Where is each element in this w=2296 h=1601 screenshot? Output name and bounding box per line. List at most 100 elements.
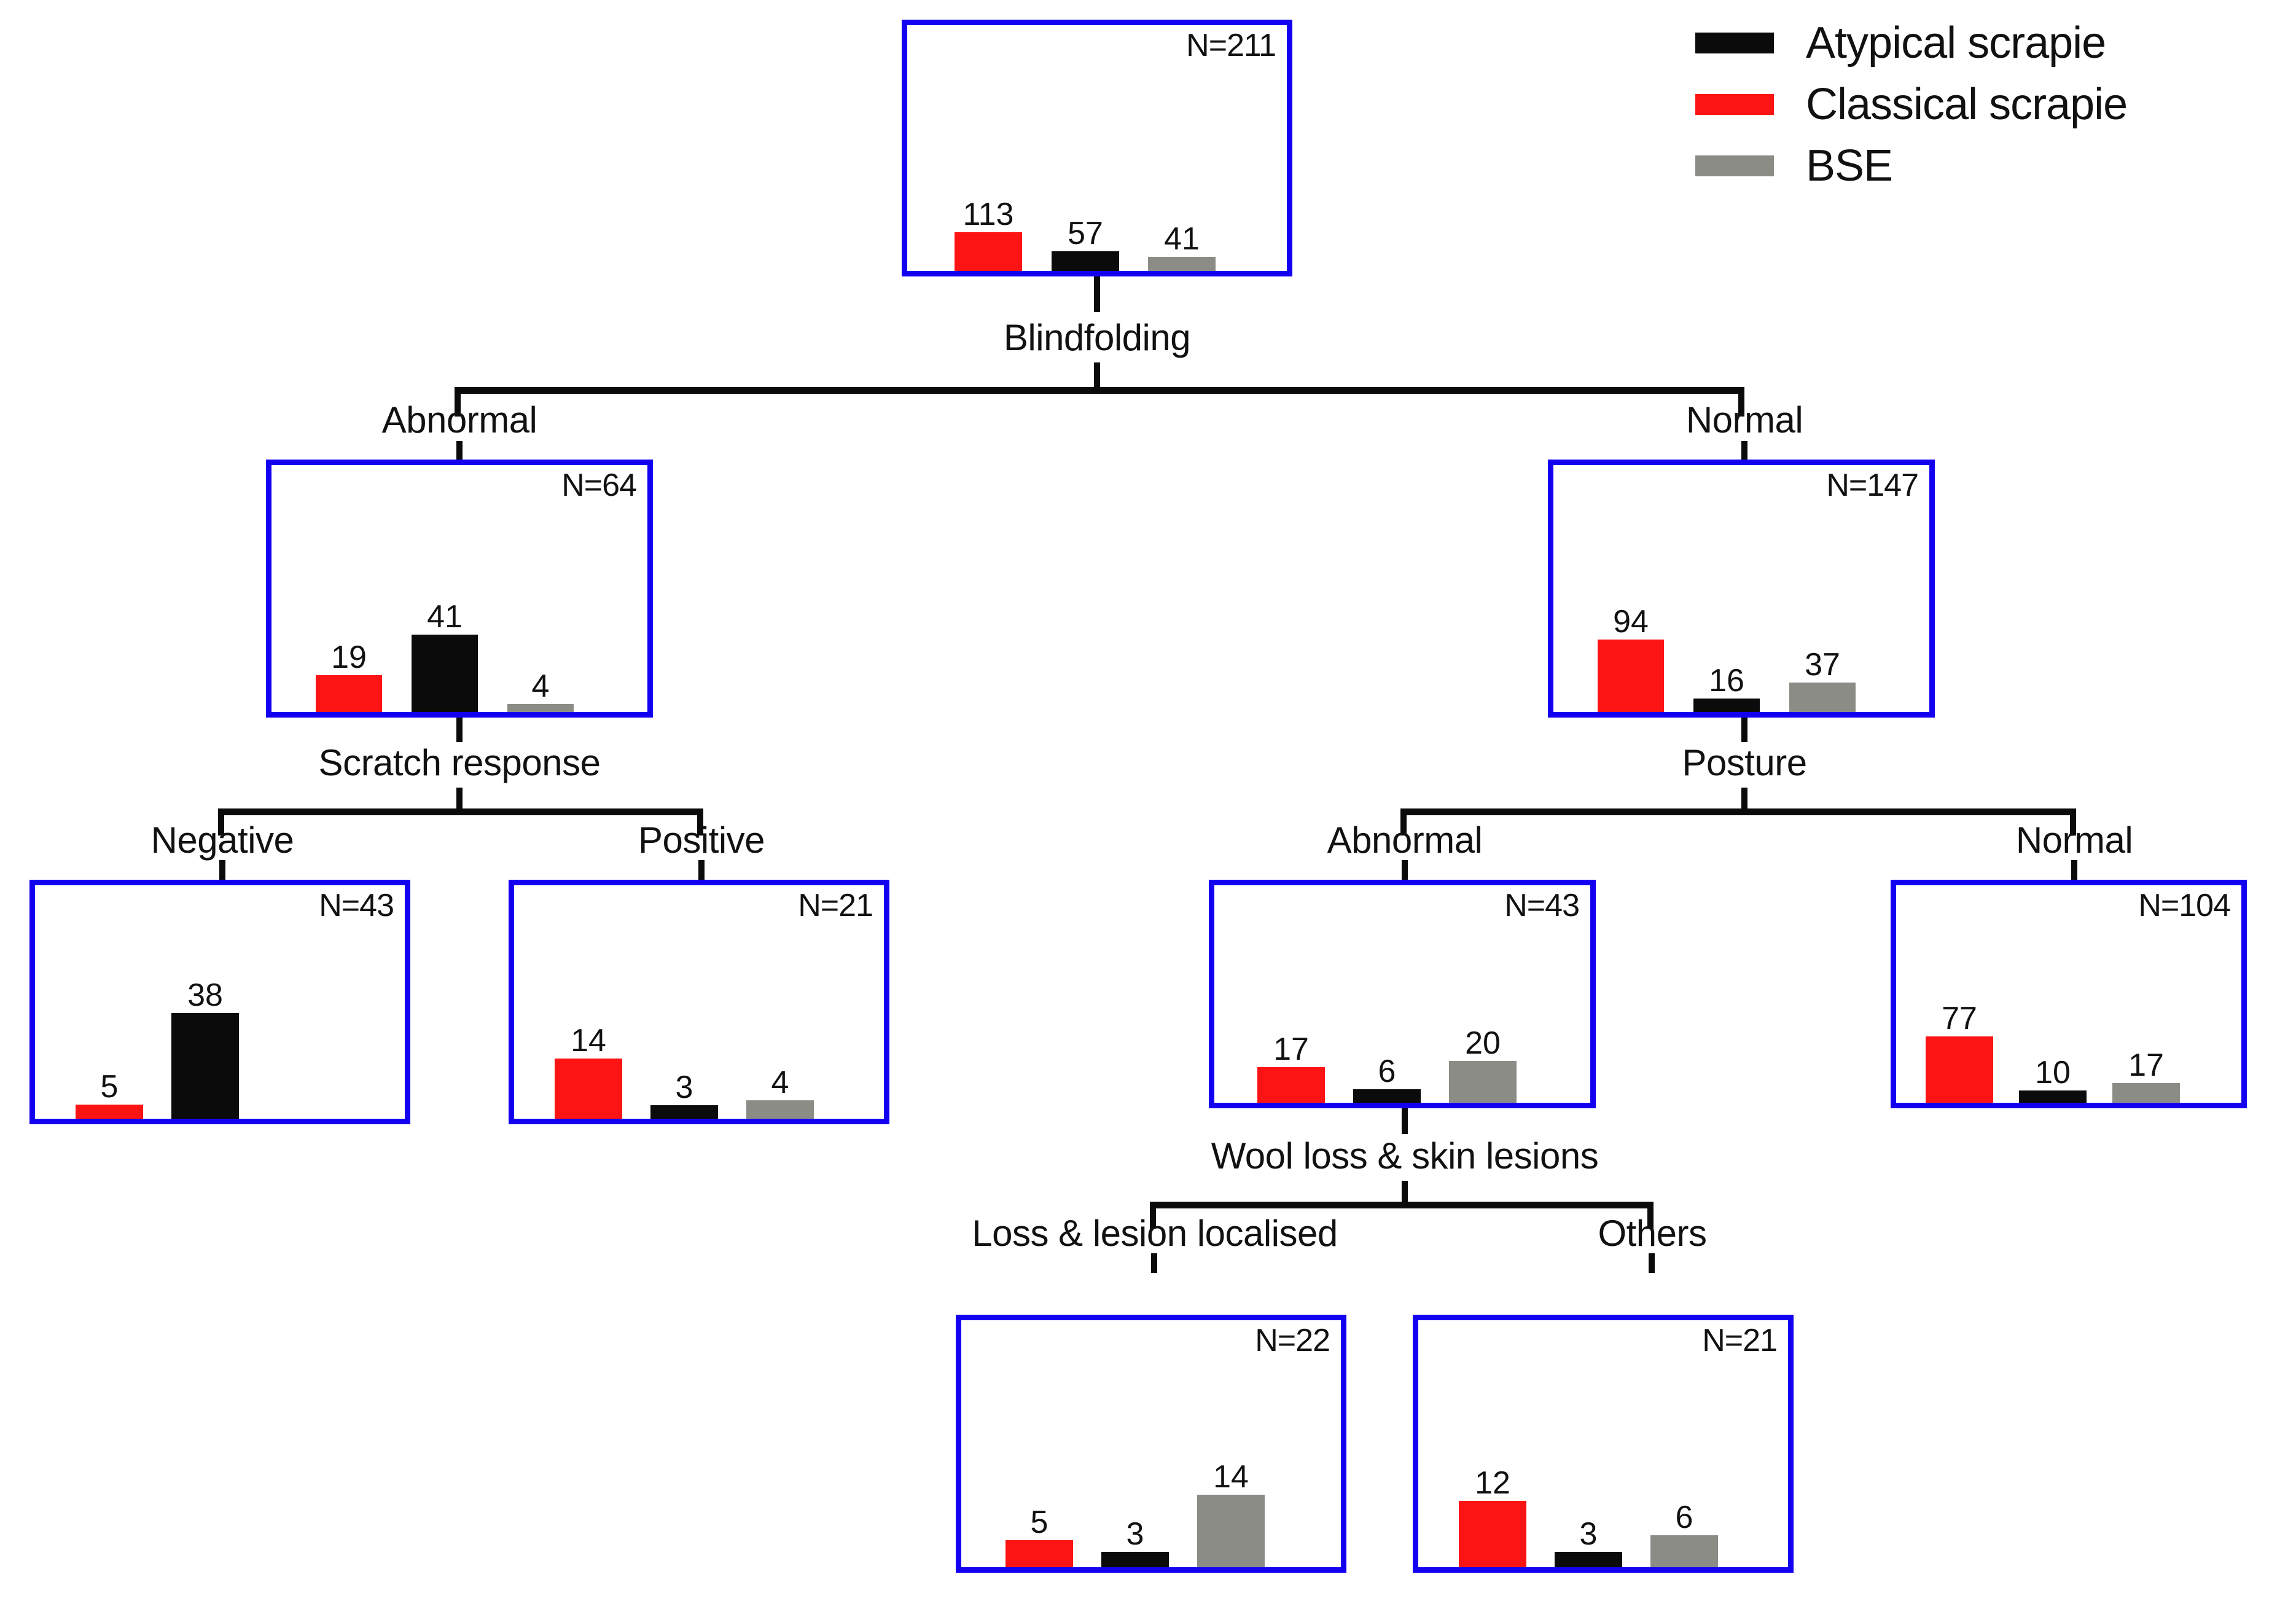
bar-classical-scrapie: 19 bbox=[316, 641, 382, 712]
edge-label-posture-abnormal: Abnormal bbox=[1327, 820, 1483, 861]
legend-swatch-icon-bse bbox=[1695, 155, 1774, 176]
bar-value-label: 12 bbox=[1475, 1465, 1510, 1501]
connector-tick-scratch-left bbox=[218, 808, 224, 836]
bar-value-label: 6 bbox=[1675, 1500, 1693, 1535]
connector-stem-to-negative bbox=[219, 860, 225, 880]
bar-rect bbox=[76, 1105, 143, 1119]
bar-rect bbox=[1789, 683, 1856, 712]
legend-swatch-icon-classical bbox=[1695, 94, 1774, 115]
bar-rect bbox=[1353, 1089, 1421, 1103]
connector-stem-posture-abnormal-node bbox=[1402, 1108, 1408, 1134]
bar-bse: 4 bbox=[507, 670, 574, 712]
connector-hbar-blindfolding bbox=[455, 387, 1744, 394]
bar-bse: 17 bbox=[2112, 1049, 2180, 1103]
bar-rect bbox=[1926, 1036, 1993, 1103]
bar-atypical-scrapie: 16 bbox=[1693, 665, 1760, 712]
legend-item-atypical-scrapie: Atypical scrapie bbox=[1695, 12, 2285, 74]
bar-atypical-scrapie: 3 bbox=[1555, 1518, 1622, 1567]
connector-stem-to-posture-normal bbox=[2071, 860, 2077, 880]
bar-classical-scrapie: 94 bbox=[1598, 606, 1664, 712]
bar-value-label: 5 bbox=[100, 1069, 119, 1105]
connector-stem-scratch bbox=[456, 788, 463, 810]
bar-value-label: 14 bbox=[571, 1023, 606, 1059]
bar-value-label: 38 bbox=[187, 977, 223, 1013]
bar-rect bbox=[2112, 1083, 2180, 1103]
bar-value-label: 17 bbox=[2128, 1047, 2164, 1083]
node-wool-others-n-label: N=21 bbox=[1702, 1323, 1778, 1358]
bar-rect bbox=[1598, 640, 1664, 712]
node-scratch-positive: N=21 14 3 4 bbox=[509, 880, 889, 1124]
connector-tick-blindfolding-left bbox=[455, 387, 461, 417]
bar-rect bbox=[650, 1105, 718, 1119]
legend-item-classical-scrapie: Classical scrapie bbox=[1695, 74, 2285, 135]
bar-value-label: 10 bbox=[2035, 1055, 2071, 1090]
split-label-posture: Posture bbox=[1682, 742, 1807, 783]
bar-atypical-scrapie: 57 bbox=[1052, 217, 1119, 271]
legend-label-classical: Classical scrapie bbox=[1806, 80, 2128, 129]
bar-rect bbox=[555, 1059, 622, 1119]
bar-value-label: 41 bbox=[1164, 221, 1200, 257]
connector-hbar-scratch bbox=[218, 808, 703, 815]
node-positive-n-label: N=21 bbox=[798, 888, 873, 923]
bar-value-label: 6 bbox=[1378, 1054, 1396, 1089]
bar-value-label: 4 bbox=[531, 668, 550, 704]
bar-classical-scrapie: 17 bbox=[1257, 1033, 1325, 1103]
bar-classical-scrapie: 77 bbox=[1926, 1003, 1993, 1103]
node-blindfolding-abnormal: N=64 19 41 4 bbox=[266, 460, 653, 718]
bar-rect bbox=[746, 1100, 814, 1119]
connector-hbar-wool bbox=[1150, 1202, 1654, 1208]
bar-value-label: 16 bbox=[1709, 663, 1744, 699]
bar-rect bbox=[1693, 699, 1760, 712]
node-blindfolding-normal: N=147 94 16 37 bbox=[1548, 460, 1935, 718]
bar-value-label: 17 bbox=[1273, 1031, 1309, 1067]
bar-rect bbox=[1650, 1535, 1718, 1567]
bar-atypical-scrapie: 10 bbox=[2019, 1057, 2087, 1103]
bar-atypical-scrapie: 6 bbox=[1353, 1055, 1421, 1103]
bar-rect bbox=[1555, 1552, 1622, 1567]
node-wool-localised-n-label: N=22 bbox=[1255, 1323, 1330, 1358]
bar-rect bbox=[955, 232, 1022, 271]
connector-stem-to-wool-others bbox=[1649, 1253, 1655, 1273]
connector-stem-to-abnormal bbox=[456, 441, 463, 461]
node-abnormal-n-label: N=64 bbox=[561, 468, 637, 503]
bar-value-label: 37 bbox=[1805, 647, 1840, 683]
legend-label-atypical: Atypical scrapie bbox=[1806, 18, 2106, 68]
bar-classical-scrapie: 5 bbox=[1005, 1506, 1073, 1567]
connector-stem-blindfolding bbox=[1094, 362, 1100, 388]
bar-value-label: 4 bbox=[771, 1065, 789, 1100]
edge-label-posture-normal: Normal bbox=[2015, 820, 2133, 861]
bar-value-label: 19 bbox=[331, 640, 367, 675]
connector-tick-wool-left bbox=[1150, 1202, 1156, 1229]
legend-item-bse: BSE bbox=[1695, 135, 2285, 197]
connector-stem-to-wool-localised bbox=[1151, 1253, 1157, 1273]
bar-rect bbox=[1449, 1061, 1517, 1103]
node-posture-abnormal-n-label: N=43 bbox=[1504, 888, 1580, 923]
node-wool-others: N=21 12 3 6 bbox=[1413, 1315, 1794, 1573]
connector-stem-to-positive bbox=[698, 860, 705, 880]
legend-swatch-icon-atypical bbox=[1695, 33, 1774, 53]
bar-rect bbox=[1148, 257, 1216, 271]
bar-value-label: 14 bbox=[1213, 1459, 1249, 1495]
bar-value-label: 77 bbox=[1942, 1001, 1977, 1036]
split-label-wool-loss: Wool loss & skin lesions bbox=[1211, 1135, 1599, 1176]
bar-value-label: 57 bbox=[1068, 216, 1103, 251]
connector-stem-abnormal-node bbox=[456, 718, 463, 742]
node-posture-normal: N=104 77 10 17 bbox=[1891, 880, 2247, 1108]
connector-stem-to-posture-abnormal bbox=[1402, 860, 1408, 880]
bar-value-label: 113 bbox=[963, 197, 1014, 232]
connector-hbar-posture bbox=[1400, 808, 2076, 815]
bar-atypical-scrapie: 38 bbox=[171, 979, 239, 1119]
bar-classical-scrapie: 113 bbox=[955, 198, 1022, 271]
node-negative-n-label: N=43 bbox=[319, 888, 394, 923]
node-posture-normal-n-label: N=104 bbox=[2138, 888, 2231, 923]
bar-bse: 14 bbox=[1197, 1461, 1265, 1567]
bar-rect bbox=[412, 635, 478, 712]
bar-atypical-scrapie: 41 bbox=[412, 601, 478, 712]
legend-label-bse: BSE bbox=[1806, 141, 1893, 190]
bar-bse: 20 bbox=[1449, 1027, 1517, 1103]
bar-value-label: 94 bbox=[1613, 604, 1649, 640]
node-scratch-negative: N=43 5 38 bbox=[29, 880, 410, 1124]
bar-rect bbox=[1197, 1495, 1265, 1567]
connector-stem-to-normal bbox=[1741, 441, 1747, 461]
split-label-blindfolding: Blindfolding bbox=[1003, 317, 1191, 358]
